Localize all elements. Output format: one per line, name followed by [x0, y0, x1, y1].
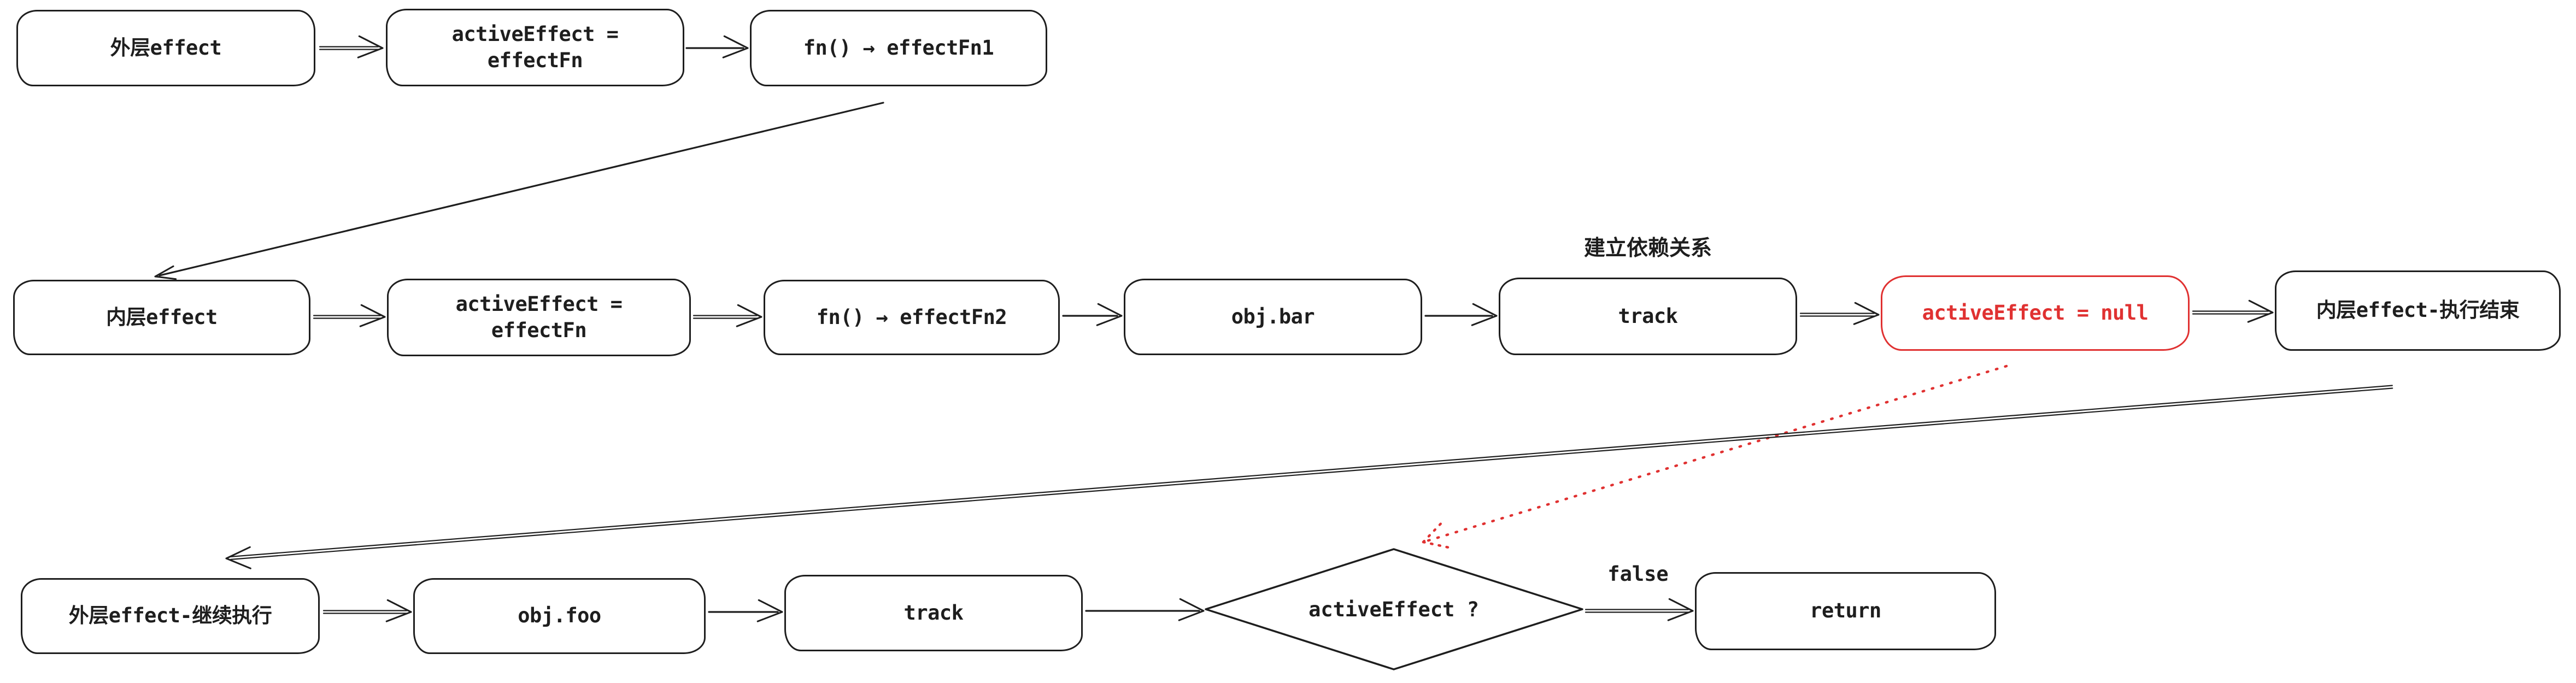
arrow-diamond-to-return	[1585, 598, 1694, 621]
arrow-assign2-to-fncall2	[693, 304, 762, 327]
arrow-active-null-to-diamond-dotted	[1422, 364, 2008, 550]
node-label: activeEffect = null	[1922, 301, 2149, 325]
arrow-outer-resume-to-obj-foo	[322, 599, 412, 622]
node-active-effect-check[interactable]: activeEffect ?	[1284, 594, 1503, 625]
arrow-obj-foo-to-track	[708, 599, 783, 622]
node-fn-call-effectfn2[interactable]: fn() → effectFn2	[764, 280, 1060, 355]
arrow-track-to-diamond	[1085, 598, 1205, 621]
node-obj-foo[interactable]: obj.foo	[413, 578, 706, 654]
node-label: 内层effect	[106, 305, 218, 329]
node-label: track	[1618, 304, 1678, 328]
arrow-track-to-active-null	[1799, 302, 1880, 325]
arrow-assign1-to-fncall1	[685, 35, 749, 58]
node-assign-active-effect-2[interactable]: activeEffect = effectFn	[387, 279, 691, 356]
arrow-fncall2-to-obj-bar	[1062, 303, 1123, 326]
node-label: return	[1810, 599, 1881, 623]
false-branch-label: false	[1607, 562, 1669, 586]
node-outer-effect-resume[interactable]: 外层effect-继续执行	[21, 578, 320, 654]
arrow-inner-effect-to-assign2	[313, 304, 386, 327]
node-outer-effect[interactable]: 外层effect	[16, 10, 315, 86]
node-track-bar[interactable]: track	[1499, 278, 1797, 355]
node-return[interactable]: return	[1695, 572, 1996, 650]
node-label: obj.foo	[518, 604, 601, 628]
node-label: 内层effect-执行结束	[2316, 298, 2520, 322]
node-inner-effect[interactable]: 内层effect	[13, 280, 310, 355]
node-assign-active-effect-1[interactable]: activeEffect = effectFn	[386, 9, 684, 86]
node-label: 外层effect-继续执行	[68, 604, 272, 628]
node-active-effect-null[interactable]: activeEffect = null	[1881, 275, 2190, 351]
arrow-obj-bar-to-track	[1424, 303, 1498, 326]
arrow-fncall1-to-inner-effect	[154, 102, 884, 280]
node-label-line2: effectFn	[491, 319, 587, 342]
dependency-note-label: 建立依赖关系	[1583, 236, 1712, 261]
node-label-line1: activeEffect =	[451, 22, 619, 46]
node-inner-effect-end[interactable]: 内层effect-执行结束	[2275, 270, 2561, 351]
node-fn-call-effectfn1[interactable]: fn() → effectFn1	[750, 10, 1047, 86]
node-label: track	[903, 600, 964, 625]
node-label: fn() → effectFn2	[816, 305, 1007, 329]
node-label: obj.bar	[1231, 304, 1315, 328]
arrow-inner-end-to-outer-resume	[225, 385, 2393, 569]
node-obj-bar[interactable]: obj.bar	[1124, 279, 1422, 355]
arrow-outer-effect-to-assign1	[319, 35, 384, 58]
node-label: 外层effect	[110, 36, 222, 60]
node-label: activeEffect ?	[1308, 597, 1479, 621]
node-track-foo[interactable]: track	[784, 575, 1083, 651]
arrow-active-null-to-inner-end	[2192, 299, 2274, 323]
decision-diamond-shape[interactable]	[1205, 548, 1583, 670]
node-label: fn() → effectFn1	[803, 36, 994, 60]
node-label-line2: effectFn	[487, 49, 583, 72]
node-label-line1: activeEffect =	[455, 292, 623, 316]
